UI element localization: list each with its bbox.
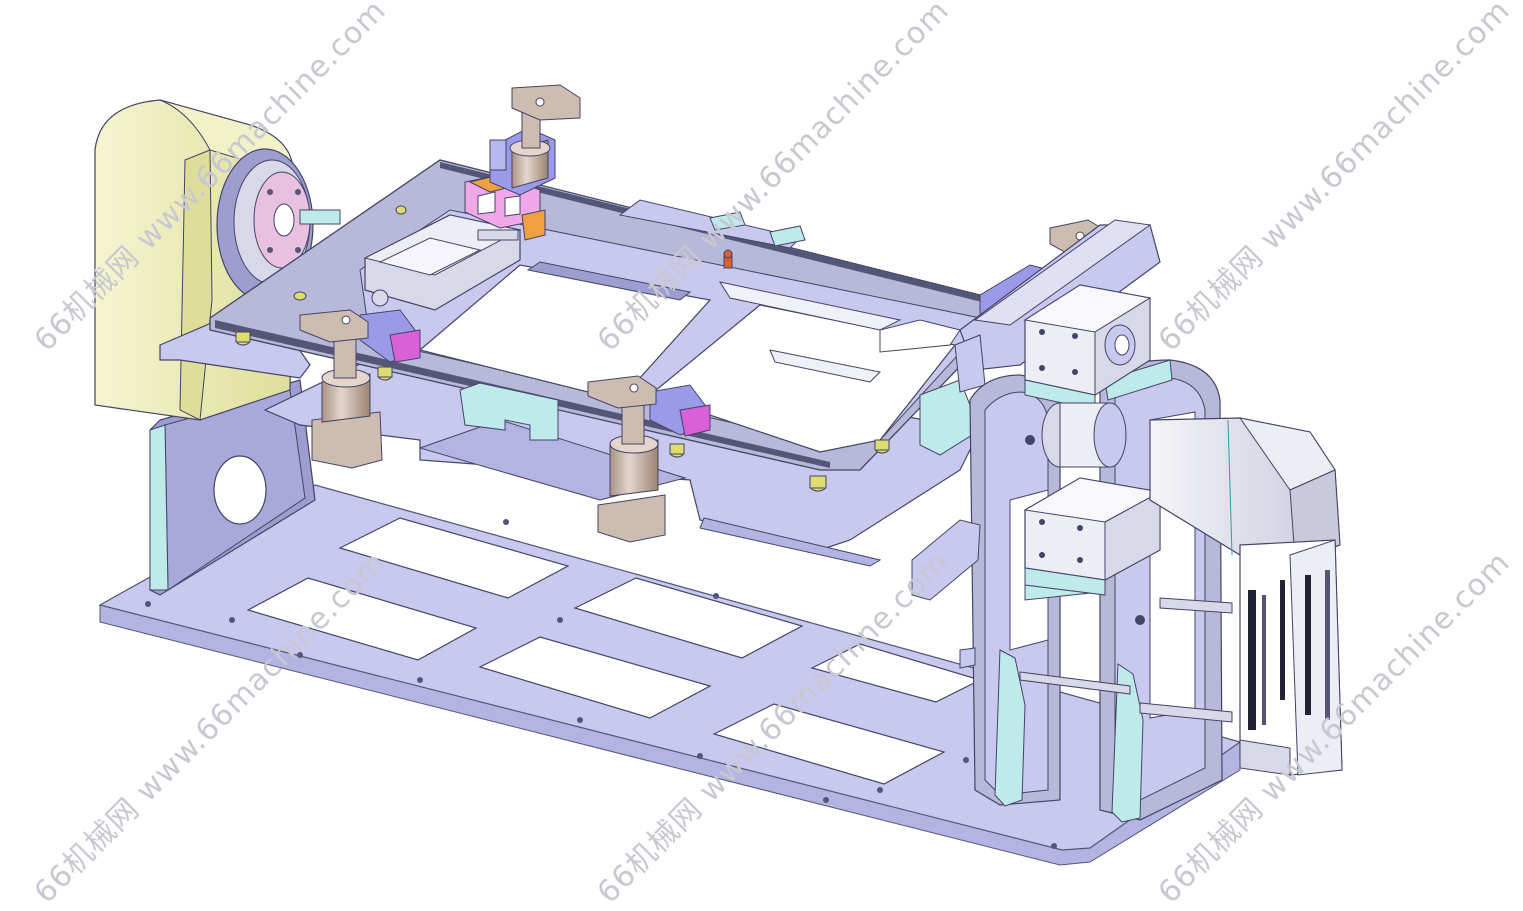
left-support-bracket bbox=[149, 363, 316, 596]
right-servo-motor bbox=[1149, 417, 1343, 776]
small-bolts bbox=[723, 249, 733, 269]
frame-guide-blocks bbox=[459, 199, 981, 456]
base-plate bbox=[98, 484, 1242, 866]
rotary-coupling bbox=[1041, 402, 1127, 468]
pneumatic-cylinder bbox=[363, 214, 522, 311]
clamp-block-left bbox=[359, 309, 421, 363]
locating-pins bbox=[235, 205, 890, 492]
toggle-clamp-left bbox=[299, 309, 383, 469]
lower-guide-cylinder bbox=[1023, 477, 1162, 596]
toggle-clamp-top bbox=[489, 84, 581, 196]
left-flange-assembly bbox=[216, 148, 341, 302]
clamp-block-middle bbox=[649, 384, 711, 437]
side-panels bbox=[911, 519, 981, 669]
base-plate-cutouts bbox=[246, 517, 982, 785]
toggle-clamp-middle bbox=[587, 375, 666, 543]
